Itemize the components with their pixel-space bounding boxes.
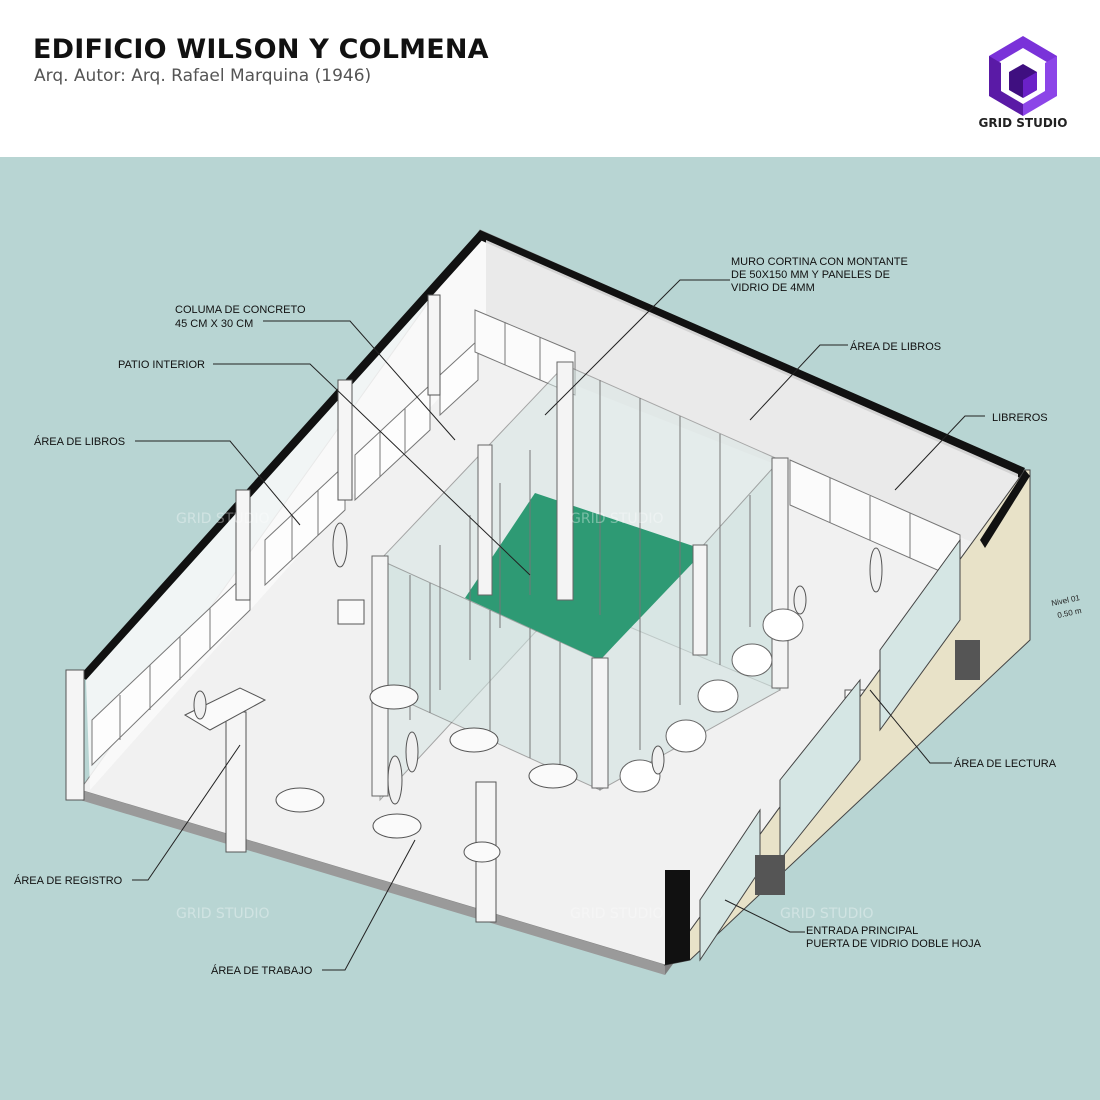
concrete-columns bbox=[65, 294, 497, 923]
label-libros-right: ÁREA DE LIBROS bbox=[850, 340, 941, 353]
watermark-4: GRID STUDIO bbox=[570, 906, 664, 922]
page-subtitle: Arq. Autor: Arq. Rafael Marquina (1946) bbox=[34, 66, 372, 86]
back-wall-right-face bbox=[480, 230, 1025, 478]
bean-bags bbox=[619, 608, 804, 793]
label-muro-1: MURO CORTINA CON MONTANTE bbox=[731, 256, 908, 268]
cube-logo-icon bbox=[989, 36, 1057, 116]
label-trabajo: ÁREA DE TRABAJO bbox=[211, 964, 313, 977]
patio-floor bbox=[465, 493, 705, 660]
watermark-5: GRID STUDIO bbox=[780, 906, 874, 922]
label-patio: PATIO INTERIOR bbox=[118, 359, 205, 371]
bookshelves-back bbox=[474, 309, 961, 581]
watermark-3: GRID STUDIO bbox=[176, 906, 270, 922]
entrance-facade bbox=[663, 469, 1031, 966]
label-entrada-1: ENTRADA PRINCIPAL bbox=[806, 925, 918, 937]
label-columna-2: 45 CM X 30 CM bbox=[175, 318, 253, 330]
label-muro-3: VIDRIO DE 4MM bbox=[731, 282, 815, 294]
page-title: EDIFICIO WILSON Y COLMENA bbox=[33, 34, 489, 65]
leader-lines bbox=[132, 279, 985, 971]
label-lectura: ÁREA DE LECTURA bbox=[954, 757, 1057, 770]
watermark-2: GRID STUDIO bbox=[570, 511, 664, 527]
curtain-wall bbox=[371, 361, 789, 802]
label-libreros: LIBREROS bbox=[992, 412, 1048, 424]
label-registro: ÁREA DE REGISTRO bbox=[14, 874, 123, 887]
label-muro-2: DE 50X150 MM Y PANELES DE bbox=[731, 269, 890, 281]
label-libros-left: ÁREA DE LIBROS bbox=[34, 435, 125, 448]
back-wall-left-face bbox=[80, 230, 486, 680]
watermark-1: GRID STUDIO bbox=[176, 511, 270, 527]
back-wall-right-surface bbox=[486, 240, 1018, 560]
label-entrada-2: PUERTA DE VIDRIO DOBLE HOJA bbox=[806, 938, 982, 950]
logo-text: GRID STUDIO bbox=[978, 116, 1068, 130]
people bbox=[193, 522, 883, 805]
label-columna-1: COLUMA DE CONCRETO bbox=[175, 304, 306, 316]
axonometric-drawing: COLUMA DE CONCRETO 45 CM X 30 CM PATIO I… bbox=[0, 157, 1100, 1100]
header: EDIFICIO WILSON Y COLMENA Arq. Autor: Ar… bbox=[0, 0, 1100, 157]
